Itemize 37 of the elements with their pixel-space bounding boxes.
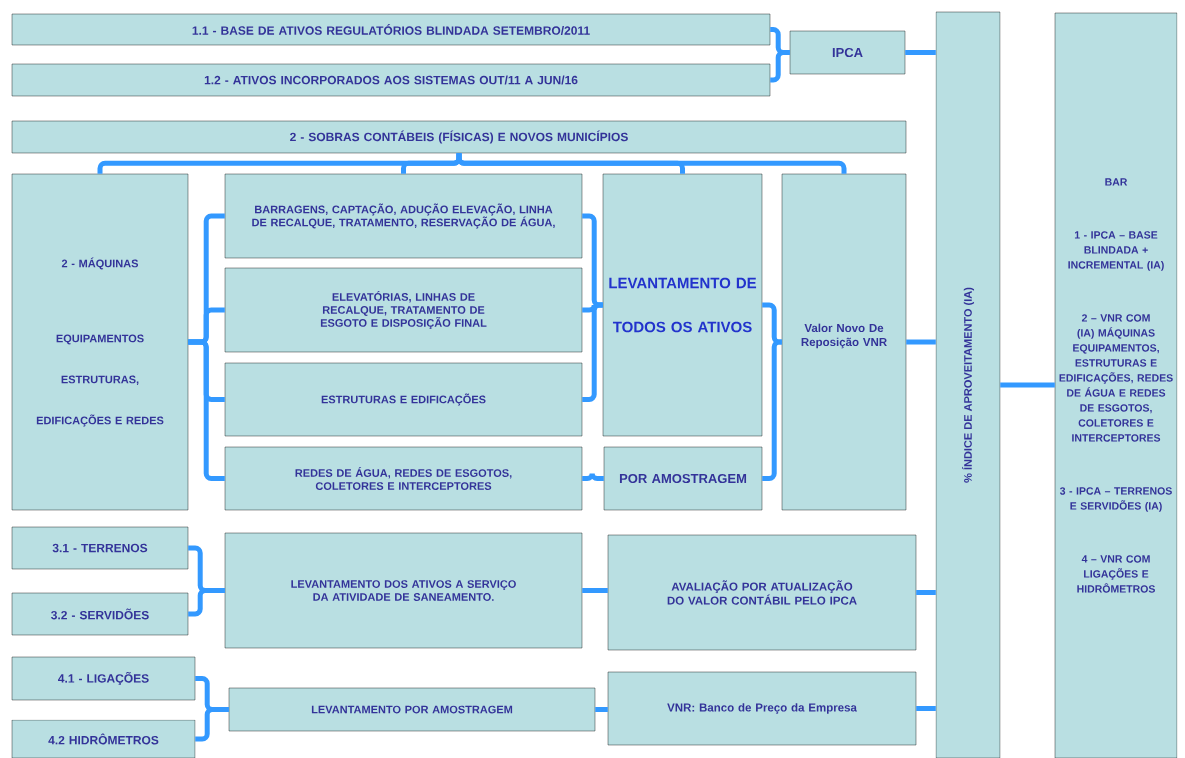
process-box: IPCA <box>789 30 906 75</box>
heading-box: 1.1 - BASE DE ATIVOS REGULATÓRIOS BLINDADA SETEMBRO/2011 <box>11 13 771 46</box>
category-box: 2 - MÁQUINAS EQUIPAMENTOS ESTRUTURAS, EDIFICAÇÕES E REDES <box>11 173 189 511</box>
summary-column: BAR 1 - IPCA – BASE BLINDADA + INCREMENTAL (IA) 2 – VNR COM (IA) MÁQUINAS EQUIPAMENTOS, ESTRUTURAS E EDIFICAÇÕES, REDES DE ÁGUA E REDES DE ESGOTOS, COLETORES E INTERCEPTORES 3 - IPCA – TERRENOS E SERVIDÕES (IA) 4 – VNR COM LIGAÇÕES E HIDRÔMETROS <box>1054 12 1178 758</box>
brace-connector <box>916 590 936 595</box>
process-box: AVALIAÇÃO POR ATUALIZAÇÃO DO VALOR CONTÁBIL PELO IPCA <box>607 534 917 651</box>
brace-connector <box>456 153 847 174</box>
process-box: POR AMOSTRAGEM <box>603 446 763 511</box>
brace-connector <box>595 707 608 712</box>
category-box: 3.1 - TERRENOS <box>11 526 189 570</box>
brace-connector <box>582 471 604 481</box>
brace-connector <box>905 50 936 55</box>
process-box: Valor Novo De Reposição VNR <box>781 173 907 511</box>
brace-connector <box>195 707 229 742</box>
index-bar: % ÍNDICE DE APROVEITAMENTO (IA) <box>935 11 1001 758</box>
heading-box: 2 - SOBRAS CONTÁBEIS (FÍSICAS) E NOVOS MUNICÍPIOS <box>11 120 907 154</box>
brace-connector <box>188 339 225 481</box>
category-box: 3.2 - SERVIDÕES <box>11 592 189 636</box>
process-box: BARRAGENS, CAPTAÇÃO, ADUÇÃO ELEVAÇÃO, LINHA DE RECALQUE, TRATAMENTO, RESERVAÇÃO DE ÁGUA, <box>224 173 583 259</box>
brace-connector <box>762 302 782 345</box>
brace-connector <box>916 706 936 711</box>
process-box: ELEVATÓRIAS, LINHAS DE RECALQUE, TRATAMENTO DE ESGOTO E DISPOSIÇÃO FINAL <box>224 267 583 353</box>
brace-connector <box>770 50 790 83</box>
brace-connector <box>906 339 936 345</box>
category-box: 4.1 - LIGAÇÕES <box>11 656 196 701</box>
brace-connector <box>1000 382 1055 388</box>
brace-connector <box>582 302 603 402</box>
category-box: 4.2 HIDRÔMETROS <box>11 719 196 758</box>
heading-box: 1.2 - ATIVOS INCORPORADOS AOS SISTEMAS OUT/11 A JUN/16 <box>11 63 771 97</box>
process-box: LEVANTAMENTO DE TODOS OS ATIVOS <box>602 173 763 437</box>
process-box: REDES DE ÁGUA, REDES DE ESGOTOS, COLETORES E INTERCEPTORES <box>224 446 583 511</box>
process-box: VNR: Banco de Preço da Empresa <box>607 671 917 746</box>
process-box: ESTRUTURAS E EDIFICAÇÕES <box>224 362 583 437</box>
process-box: LEVANTAMENTO POR AMOSTRAGEM <box>228 687 596 732</box>
brace-connector <box>582 588 608 593</box>
process-box: LEVANTAMENTO DOS ATIVOS A SERVIÇO DA ATIVIDADE DE SANEAMENTO. <box>224 532 583 649</box>
brace-connector <box>762 339 782 481</box>
